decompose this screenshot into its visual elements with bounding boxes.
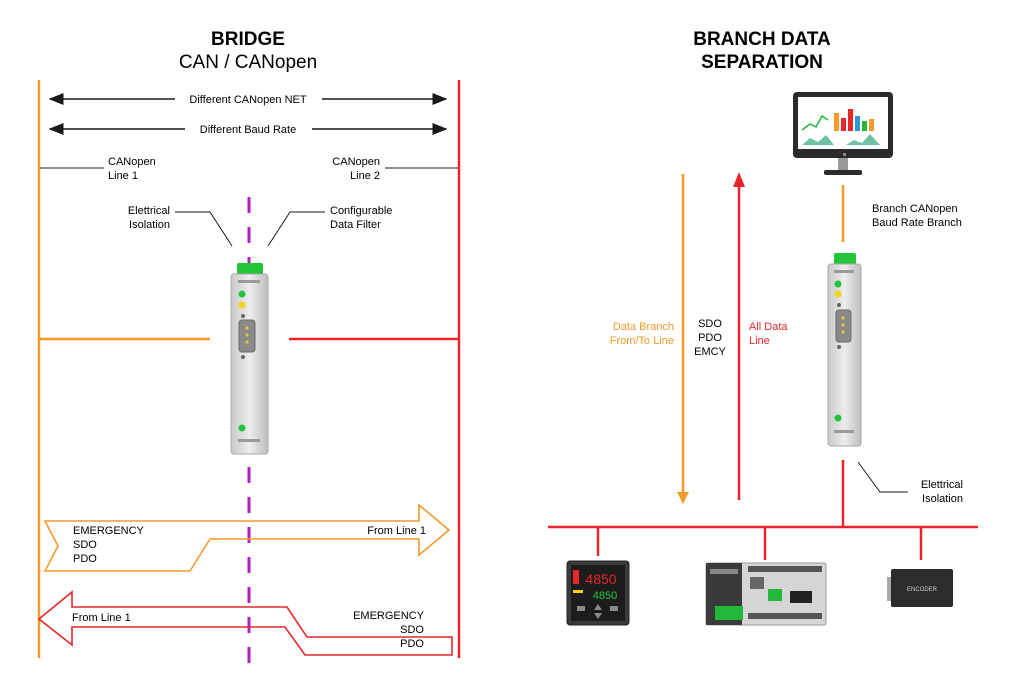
isolation-leader	[175, 211, 233, 247]
line1-label-b: Line 1	[108, 170, 138, 182]
isolation-label-a: Elettrical	[128, 205, 170, 217]
flow-arrow-line2-to-line1	[37, 590, 453, 656]
right-isolation-a: Elettrical	[921, 479, 963, 491]
branch-title-a: BRANCH DATA	[693, 29, 831, 50]
encoder-label: ENCODER	[907, 587, 938, 593]
line2-label-a: CANopen	[332, 156, 380, 168]
filter-leader	[267, 211, 325, 247]
protocol-emcy: EMCY	[694, 346, 726, 358]
filter-label-b: Data Filter	[330, 219, 381, 231]
data-branch-arrowhead	[677, 492, 689, 504]
all-data-label-b: Line	[749, 335, 770, 347]
bottom-arrow-right-1: EMERGENCY	[353, 610, 425, 622]
data-branch-label-b: From/To Line	[610, 335, 674, 347]
bridge-subtitle: CAN / CANopen	[179, 52, 317, 73]
bottom-arrow-left: From Line 1	[72, 612, 131, 624]
right-isolation-leader	[857, 461, 908, 493]
top-arrow-right: From Line 1	[367, 525, 426, 537]
protocol-sdo: SDO	[698, 318, 722, 330]
controller-display-bottom: 4850	[593, 590, 617, 602]
branch-title-b: SEPARATION	[701, 52, 823, 73]
gateway-device-icon	[230, 263, 269, 455]
arrow-net-label: Different CANopen NET	[189, 94, 306, 106]
all-data-label-a: All Data	[749, 321, 788, 333]
right-isolation-b: Isolation	[922, 493, 963, 505]
line1-label-a: CANopen	[108, 156, 156, 168]
line2-label-b: Line 2	[350, 170, 380, 182]
top-arrow-left-2: SDO	[73, 539, 97, 551]
isolation-label-b: Isolation	[129, 219, 170, 231]
encoder-icon: ENCODER	[887, 569, 953, 607]
temperature-controller-icon: 4850 4850	[566, 560, 630, 626]
data-branch-label-a: Data Branch	[613, 321, 674, 333]
monitor-label-a: Branch CANopen	[872, 203, 958, 215]
monitor-label-b: Baud Rate Branch	[872, 217, 962, 229]
filter-label-a: Configurable	[330, 205, 392, 217]
plc-icon	[705, 562, 827, 626]
protocol-pdo: PDO	[698, 332, 722, 344]
controller-display-top: 4850	[585, 571, 616, 587]
arrow-baud-label: Different Baud Rate	[200, 124, 296, 136]
gateway-device-icon	[827, 253, 862, 447]
monitor-icon	[793, 92, 893, 175]
flow-arrow-line1-to-line2	[43, 503, 451, 572]
all-data-arrowhead	[733, 172, 745, 187]
bridge-title: BRIDGE	[211, 29, 285, 50]
top-arrow-left-3: PDO	[73, 553, 97, 565]
bottom-arrow-right-3: PDO	[400, 638, 424, 650]
top-arrow-left-1: EMERGENCY	[73, 525, 145, 537]
bottom-arrow-right-2: SDO	[400, 624, 424, 636]
